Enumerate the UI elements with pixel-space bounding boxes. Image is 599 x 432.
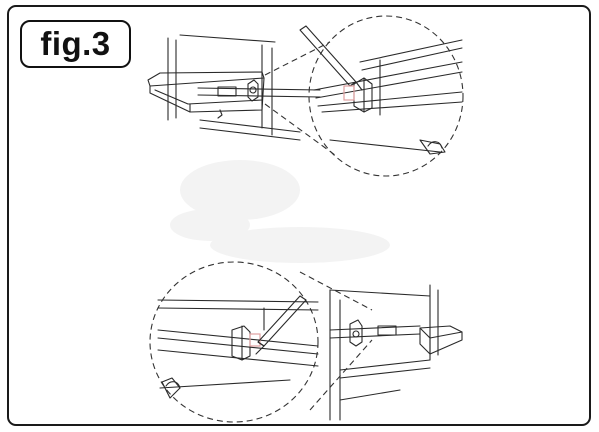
figure-frame [7, 5, 591, 426]
figure-label: fig.3 [20, 20, 131, 68]
bottom-callout-line-upper [299, 271, 373, 311]
screwdriver-icon [257, 295, 307, 347]
top-callout-line-lower [264, 103, 336, 156]
scan-smudges [170, 160, 390, 263]
bottom-callout-line-lower [309, 339, 373, 411]
top-drawer-view [147, 34, 321, 141]
bottom-detail-magnifier [149, 261, 319, 423]
bottom-drawer-view [329, 284, 463, 421]
top-callout-line-upper [264, 41, 331, 76]
screwdriver-icon [299, 25, 357, 87]
top-detail-magnifier [299, 15, 464, 177]
